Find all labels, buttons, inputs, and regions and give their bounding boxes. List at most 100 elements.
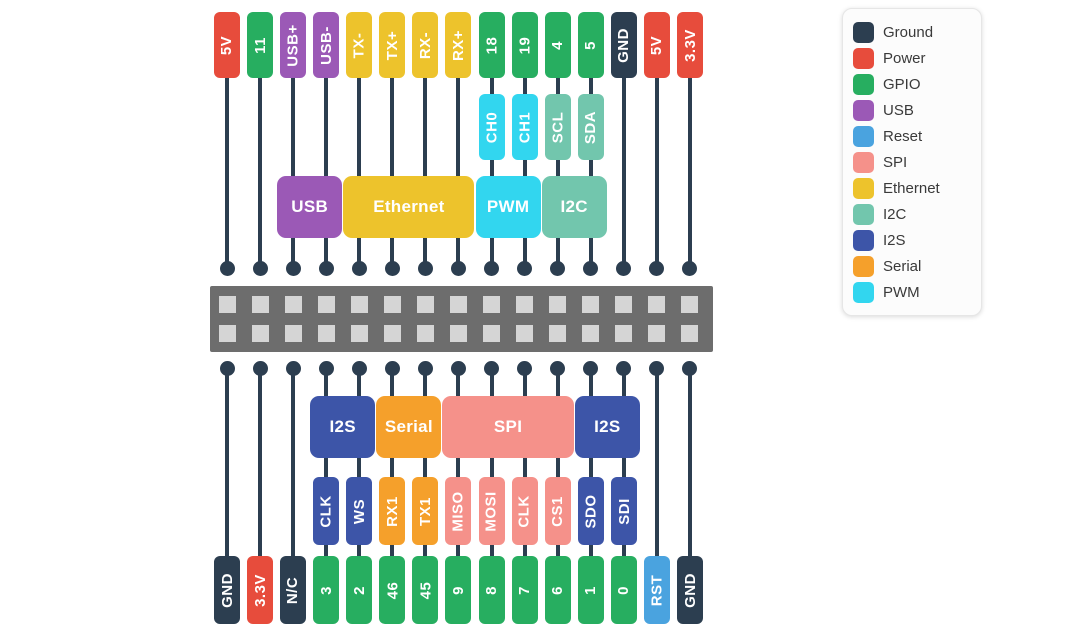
pin-label: USB+ [280,12,307,78]
pin-line [654,74,659,269]
pin-function-label: CH0 [478,94,505,160]
pin-function-label-text: CS1 [549,495,567,527]
pin-line [522,368,527,562]
group-label: PWM [475,176,541,238]
pin-dot [484,361,500,376]
pin-label: 2 [346,556,373,624]
pin-label-text: 5V [648,35,666,55]
pin-label-text: 11 [251,36,269,54]
pin-dot [318,361,334,376]
pin-line [687,74,692,269]
legend-swatch [853,255,874,277]
pin-label: 0 [610,556,637,624]
legend-label: Power [883,49,926,67]
pin-line [423,368,428,562]
pin-label: RX+ [445,12,472,78]
pin-line [555,368,560,562]
pin-label: USB- [313,12,340,78]
pin-function-label-text: MOSI [483,490,501,532]
connector-pin-hole [615,296,633,313]
legend-swatch [853,47,874,69]
pin-dot [351,361,367,376]
pin-line [489,368,494,562]
legend-item: I2S [853,227,971,253]
connector-pin-hole [218,325,236,342]
connector-pin-hole [615,325,633,342]
pin-dot [384,261,400,276]
pin-line [621,368,626,562]
legend-swatch [853,281,874,303]
pin-line [621,74,626,269]
connector-pin-hole [284,296,302,313]
pin-dot [450,261,466,276]
pin-label-text: 46 [383,581,401,599]
pin-function-label: MOSI [478,477,505,545]
pin-label: 5V [643,12,670,78]
connector-pin-hole [483,325,501,342]
pin-label: 18 [478,12,505,78]
pin-function-label-text: SDO [582,493,600,529]
pin-function-label: CLK [511,477,538,545]
pin-label-text: RST [648,574,666,606]
connector-pin-hole [516,325,534,342]
legend-label: PWM [883,283,920,301]
pin-function-label: TX1 [412,477,439,545]
group-label: I2S [574,396,640,458]
pin-label-text: GND [681,572,699,608]
group-label: Ethernet [343,176,475,238]
pin-label-text: 3.3V [681,28,699,62]
connector-pin-hole [582,296,600,313]
pin-line [489,74,494,269]
group-label: I2S [310,396,376,458]
pin-label-text: N/C [284,576,302,604]
legend-swatch [853,73,874,95]
pin-label: 19 [511,12,538,78]
pin-line [324,368,329,562]
legend-label: GPIO [883,75,921,93]
pin-dot [417,261,433,276]
legend-label: USB [883,101,914,119]
connector-pin-hole [449,296,467,313]
pin-label-text: 8 [483,585,501,595]
pin-function-label: CLK [313,477,340,545]
pin-dot [682,361,698,376]
legend-item: SPI [853,149,971,175]
pin-label: TX- [346,12,373,78]
legend-item: Ethernet [853,175,971,201]
pin-label: RX- [412,12,439,78]
pin-dot [649,361,665,376]
group-label: USB [277,176,343,238]
legend-item: Reset [853,123,971,149]
pin-dot [583,261,599,276]
group-label-text: Ethernet [373,197,445,216]
pin-dot [616,361,632,376]
pin-function-label: MISO [445,477,472,545]
legend-label: Ethernet [883,179,940,197]
pin-function-label-text: CH0 [483,111,501,143]
pin-dot [285,261,301,276]
pin-dot [484,261,500,276]
pin-label-text: 5V [218,35,236,55]
connector-pin-hole [648,325,666,342]
pin-dot [351,261,367,276]
pin-line [390,368,395,562]
pin-line [357,368,362,562]
pin-function-label-text: RX1 [383,495,401,527]
pin-line [291,368,296,562]
legend-label: I2S [883,231,906,249]
pin-label: 5 [577,12,604,78]
pin-line [225,368,229,562]
pin-label-text: 6 [549,585,567,595]
legend-swatch [853,99,874,121]
group-label-text: SPI [493,417,523,436]
connector-pin-hole [350,325,368,342]
connector-pin-hole [416,325,434,342]
pin-line [456,368,461,562]
connector-pin-hole [549,296,567,313]
connector-strip [210,286,713,352]
legend-item: Serial [853,253,971,279]
legend-label: I2C [883,205,907,223]
group-label-text: USB [291,197,329,216]
connector-pin-hole [350,296,368,313]
pin-label-text: 1 [582,585,600,595]
